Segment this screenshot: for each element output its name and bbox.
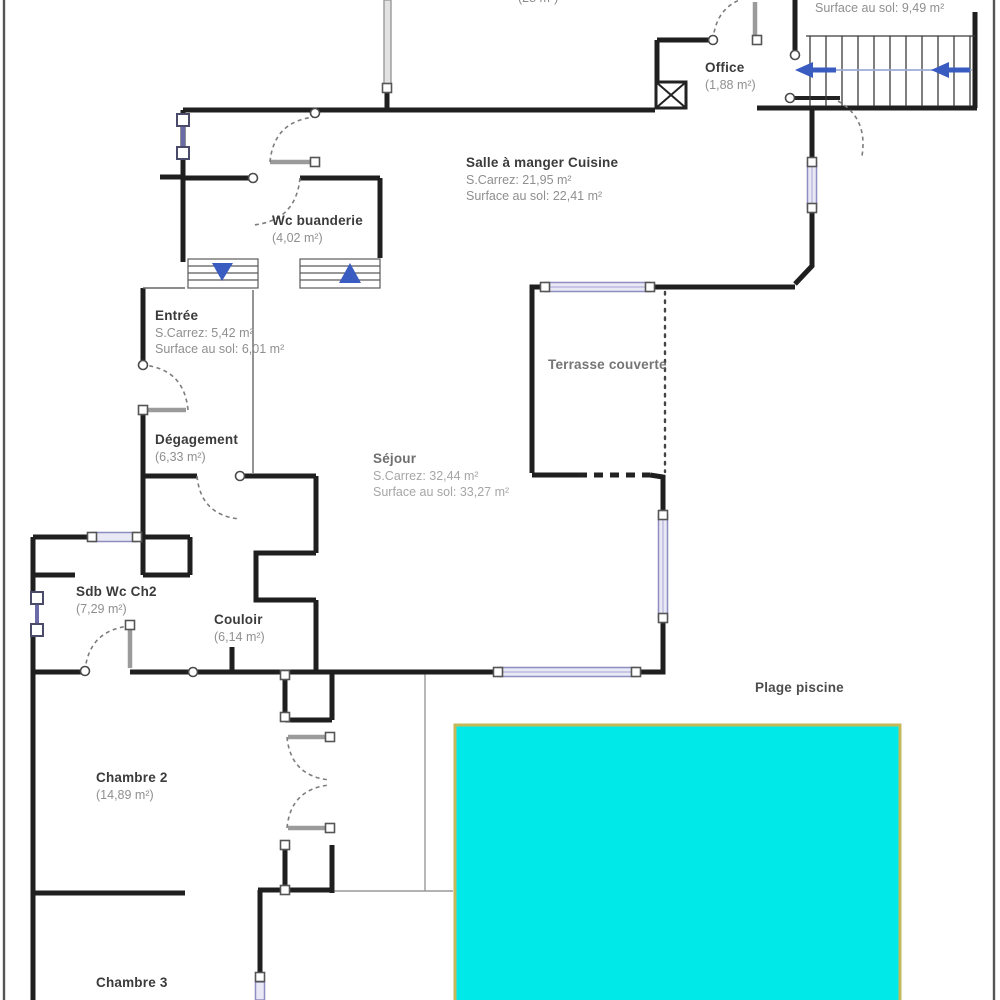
window-west-sdb xyxy=(30,591,44,637)
room-label-chambre2: Chambre 2 (14,89 m²) xyxy=(96,770,168,802)
entry-steps xyxy=(187,258,381,289)
room-label-sejour: Séjour S.Carrez: 32,44 m² Surface au sol… xyxy=(373,451,510,499)
room-label-chambre3: Chambre 3 xyxy=(96,975,168,990)
window-chambre3 xyxy=(254,981,266,1000)
step-arrow-down-icon xyxy=(212,263,233,281)
swimming-pool xyxy=(453,723,902,1000)
room-label-salle-a-manger: Salle à manger Cuisine S.Carrez: 21,95 m… xyxy=(466,155,619,203)
cut-top-label: (28 m²) xyxy=(518,0,558,6)
staircase xyxy=(795,35,975,106)
doors xyxy=(84,0,864,831)
step-arrow-up-icon xyxy=(339,263,361,283)
top-right-surface-note: Surface au sol: 9,49 m² xyxy=(815,1,945,15)
chimney-symbol xyxy=(654,80,688,110)
wall-connector-squares xyxy=(86,34,818,983)
pool-deck-outline xyxy=(334,674,453,892)
room-label-wc-buanderie: Wc buanderie (4,02 m²) xyxy=(272,213,363,245)
pool-water xyxy=(453,723,902,1000)
door-hinge-circles xyxy=(79,34,801,678)
window-west-top xyxy=(176,113,190,160)
room-label-degagement: Dégagement (6,33 m²) xyxy=(155,432,239,464)
room-label-office: Office (1,88 m²) xyxy=(705,60,756,92)
window-top xyxy=(383,0,392,87)
room-label-entree: Entrée S.Carrez: 5,42 m² Surface au sol:… xyxy=(155,308,285,356)
room-label-couloir: Couloir (6,14 m²) xyxy=(214,612,265,644)
stairs-direction-arrow xyxy=(795,62,970,78)
area-label-plage-piscine: Plage piscine xyxy=(755,680,844,695)
walls xyxy=(30,0,978,1000)
window-sdb xyxy=(91,531,138,543)
room-label-terrasse: Terrasse couverte xyxy=(548,357,667,372)
room-label-sdb: Sdb Wc Ch2 (7,29 m²) xyxy=(76,584,157,616)
